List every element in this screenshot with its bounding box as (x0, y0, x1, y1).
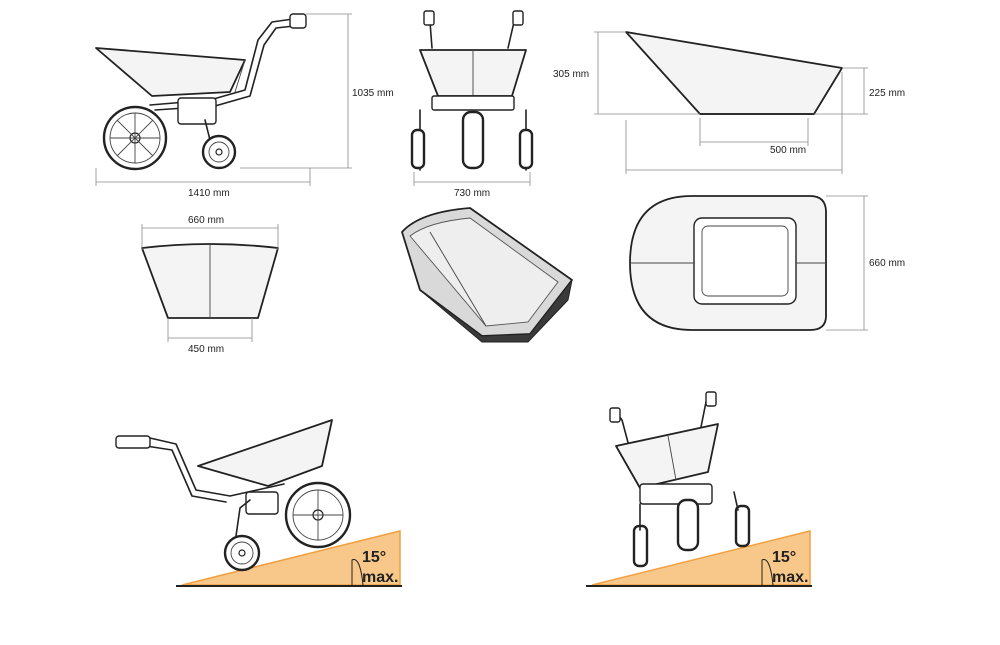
tub-perspective (401, 207, 573, 343)
slope-front-angle: 15° (772, 549, 796, 566)
dim-tub-front-top: 660 mm (188, 215, 224, 226)
dim-side-length: 1410 mm (188, 188, 230, 199)
tub-top-view: 660 mm (629, 195, 905, 331)
dim-tub-lip-height: 225 mm (869, 88, 905, 99)
tub-side-profile: 305 mm 225 mm 500 mm (553, 31, 905, 174)
dim-tub-top-width: 660 mm (869, 258, 905, 269)
side-rear-wheel (102, 105, 168, 171)
slope-side-small-wheel (223, 534, 261, 572)
slope-side-angle: 15° (362, 549, 386, 566)
slope-side-view: 15° max. (115, 419, 402, 587)
side-view: 1410 mm 1035 mm (95, 13, 394, 199)
dim-front-width: 730 mm (454, 188, 490, 199)
dim-tub-side-height: 305 mm (553, 69, 589, 80)
front-view: 730 mm (410, 10, 534, 199)
dim-side-height: 1035 mm (352, 88, 394, 99)
slope-side-big-wheel (284, 481, 352, 549)
side-front-wheel (201, 134, 237, 170)
tub-front-profile: 660 mm 450 mm (141, 215, 279, 355)
slope-front-view: 15° max. (586, 391, 812, 587)
dim-tub-base: 500 mm (770, 145, 806, 156)
dim-tub-front-bottom: 450 mm (188, 344, 224, 355)
slope-side-max: max. (362, 569, 398, 586)
slope-front-max: max. (772, 569, 808, 586)
